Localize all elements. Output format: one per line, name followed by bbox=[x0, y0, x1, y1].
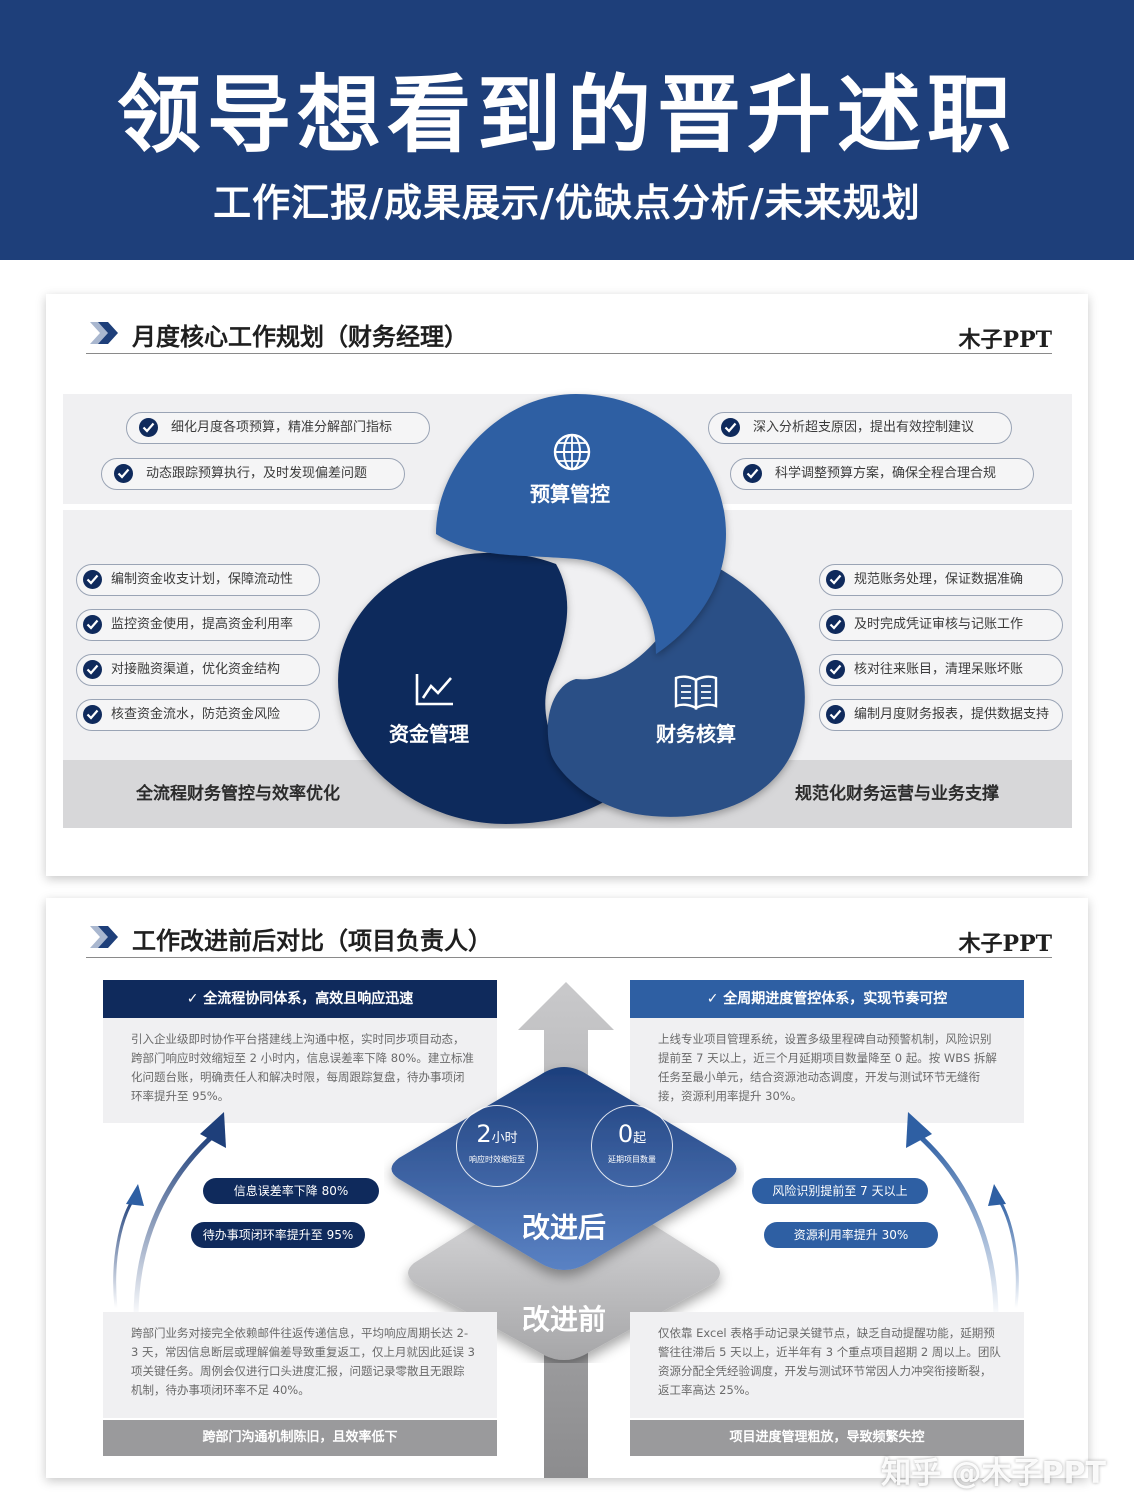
check-icon bbox=[826, 615, 845, 634]
plan-item-text: 细化月度各项预算，精准分解部门指标 bbox=[171, 420, 393, 435]
stat-value: 0 bbox=[617, 1120, 634, 1148]
stat-value: 2 bbox=[476, 1120, 492, 1148]
petal-label-accounting: 财务核算 bbox=[656, 722, 736, 746]
footer-right-text: 规范化财务运营与业务支撑 bbox=[795, 784, 999, 804]
metric-tag: 信息误差率下降 80% bbox=[203, 1178, 379, 1204]
check-icon bbox=[826, 705, 845, 724]
double-chevron-icon bbox=[90, 322, 118, 344]
plan-item: 编制月度财务报表，提供数据支持 bbox=[819, 699, 1063, 731]
right-before-footer: 项目进度管理粗放，导致频繁失控 bbox=[630, 1420, 1024, 1456]
improvement-compare-card: 工作改进前后对比（项目负责人） 木子PPT ✓ 全流程协同体系，高效且响应迅速 … bbox=[46, 898, 1088, 1478]
curved-arrow-left-icon bbox=[113, 1112, 226, 1319]
after-label: 改进后 bbox=[521, 1211, 606, 1244]
plan-item: 核查资金流水，防范资金风险 bbox=[76, 699, 320, 731]
plan-item-text: 深入分析超支原因，提出有效控制建议 bbox=[753, 420, 975, 435]
plan-item: 动态跟踪预算执行，及时发现偏差问题 bbox=[101, 458, 405, 490]
plan-item: 编制资金收支计划，保障流动性 bbox=[76, 564, 320, 596]
petal-fund-management bbox=[338, 552, 616, 824]
page-title: 领导想看到的晋升述职 bbox=[116, 66, 1017, 164]
card-header: 月度核心工作规划（财务经理） 木子PPT bbox=[86, 314, 1052, 354]
stat-unit: 起 bbox=[633, 1131, 647, 1146]
curved-arrow-right-icon bbox=[906, 1112, 1019, 1319]
plan-item-text: 编制资金收支计划，保障流动性 bbox=[111, 572, 294, 587]
left-before-footer: 跨部门沟通机制陈旧，且效率低下 bbox=[103, 1420, 497, 1456]
metric-tag: 资源利用率提升 30% bbox=[764, 1222, 938, 1248]
stat-delay-projects: 0起 延期项目数量 bbox=[591, 1105, 673, 1187]
card-header: 工作改进前后对比（项目负责人） 木子PPT bbox=[86, 918, 1052, 958]
check-icon bbox=[721, 418, 740, 437]
stat-label: 响应时效缩短至 bbox=[469, 1155, 525, 1164]
plan-item-text: 科学调整预算方案，确保全程合理合规 bbox=[775, 466, 997, 481]
right-before-text: 仅依靠 Excel 表格手动记录关键节点，缺乏自动提醒功能，延期预警往往滞后 5… bbox=[630, 1312, 1024, 1418]
metric-tag: 待办事项闭环率提升至 95% bbox=[191, 1222, 365, 1248]
right-after-text: 上线专业项目管理系统，设置多级里程碑自动预警机制，风险识别提前至 7 天以上，近… bbox=[630, 1018, 1024, 1123]
check-icon bbox=[139, 418, 158, 437]
section-title: 月度核心工作规划（财务经理） bbox=[132, 323, 468, 351]
plan-item: 及时完成凭证审核与记账工作 bbox=[819, 609, 1063, 641]
petal-label-budget: 预算管控 bbox=[530, 482, 610, 506]
plan-item: 对接融资渠道，优化资金结构 bbox=[76, 654, 320, 686]
plan-item-text: 对接融资渠道，优化资金结构 bbox=[111, 662, 281, 677]
plan-item: 深入分析超支原因，提出有效控制建议 bbox=[708, 412, 1012, 444]
open-book-icon bbox=[674, 675, 718, 710]
footer-left-text: 全流程财务管控与效率优化 bbox=[136, 784, 340, 804]
watermark: 知乎 @木子PPT bbox=[881, 1456, 1106, 1491]
left-column-header: ✓ 全流程协同体系，高效且响应迅速 bbox=[103, 980, 497, 1018]
plan-item-text: 编制月度财务报表，提供数据支持 bbox=[854, 707, 1050, 722]
brand-logo: 木子PPT bbox=[958, 327, 1052, 353]
check-icon bbox=[83, 615, 102, 634]
plan-item-text: 核查资金流水，防范资金风险 bbox=[111, 707, 281, 722]
double-chevron-icon bbox=[90, 926, 118, 948]
plan-item: 规范账务处理，保证数据准确 bbox=[819, 564, 1063, 596]
plan-item: 监控资金使用，提高资金利用率 bbox=[76, 609, 320, 641]
left-after-text: 引入企业级即时协作平台搭建线上沟通中枢，实时同步项目动态，跨部门响应时效缩短至 … bbox=[103, 1018, 497, 1123]
right-column-header: ✓ 全周期进度管控体系，实现节奏可控 bbox=[630, 980, 1024, 1018]
check-icon bbox=[826, 570, 845, 589]
plan-item: 科学调整预算方案，确保全程合理合规 bbox=[730, 458, 1034, 490]
before-label: 改进前 bbox=[521, 1303, 606, 1336]
plan-item-text: 及时完成凭证审核与记账工作 bbox=[854, 617, 1024, 632]
plan-item-text: 监控资金使用，提高资金利用率 bbox=[111, 617, 294, 632]
left-before-text: 跨部门业务对接完全依赖邮件往返传递信息，平均响应周期长达 2-3 天，常因信息断… bbox=[103, 1312, 497, 1418]
page-subtitle: 工作汇报/成果展示/优缺点分析/未来规划 bbox=[213, 181, 921, 225]
stat-unit: 小时 bbox=[491, 1131, 518, 1146]
plan-item-text: 规范账务处理，保证数据准确 bbox=[854, 572, 1024, 587]
check-icon bbox=[743, 464, 762, 483]
plan-item-text: 动态跟踪预算执行，及时发现偏差问题 bbox=[146, 466, 368, 481]
check-icon bbox=[83, 705, 102, 724]
stat-response-time: 2小时 响应时效缩短至 bbox=[456, 1105, 538, 1187]
header-banner: 领导想看到的晋升述职 工作汇报/成果展示/优缺点分析/未来规划 bbox=[0, 0, 1134, 260]
plan-item: 核对往来账目，清理呆账坏账 bbox=[819, 654, 1063, 686]
check-icon bbox=[114, 464, 133, 483]
brand-logo: 木子PPT bbox=[958, 931, 1052, 957]
globe-icon bbox=[553, 433, 591, 471]
plan-item: 细化月度各项预算，精准分解部门指标 bbox=[126, 412, 430, 444]
petal-budget-control bbox=[436, 394, 726, 654]
stat-label: 延期项目数量 bbox=[608, 1155, 656, 1164]
metric-tag: 风险识别提前至 7 天以上 bbox=[752, 1178, 928, 1204]
monthly-plan-card: 月度核心工作规划（财务经理） 木子PPT 全流程财务管控与效率优化 规范化财务运… bbox=[46, 294, 1088, 876]
plan-item-text: 核对往来账目，清理呆账坏账 bbox=[854, 662, 1024, 677]
check-icon bbox=[83, 570, 102, 589]
section-title: 工作改进前后对比（项目负责人） bbox=[132, 927, 492, 955]
line-chart-icon bbox=[415, 674, 453, 706]
check-icon bbox=[826, 660, 845, 679]
petal-label-fund: 资金管理 bbox=[389, 722, 469, 746]
check-icon bbox=[83, 660, 102, 679]
